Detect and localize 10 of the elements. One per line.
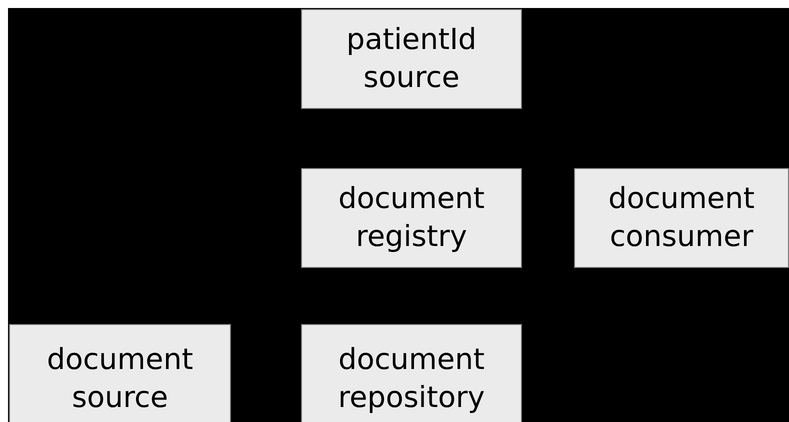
node-label: document source bbox=[46, 341, 194, 416]
node-label: patientId source bbox=[345, 21, 478, 96]
node-label: document consumer bbox=[607, 180, 756, 255]
process-box bbox=[301, 324, 522, 422]
process-box bbox=[574, 168, 789, 268]
process-box bbox=[9, 324, 231, 422]
process-box bbox=[301, 9, 522, 109]
node-label: document registry bbox=[337, 180, 486, 255]
node-label: document repository bbox=[337, 341, 486, 416]
process-box bbox=[301, 168, 522, 268]
